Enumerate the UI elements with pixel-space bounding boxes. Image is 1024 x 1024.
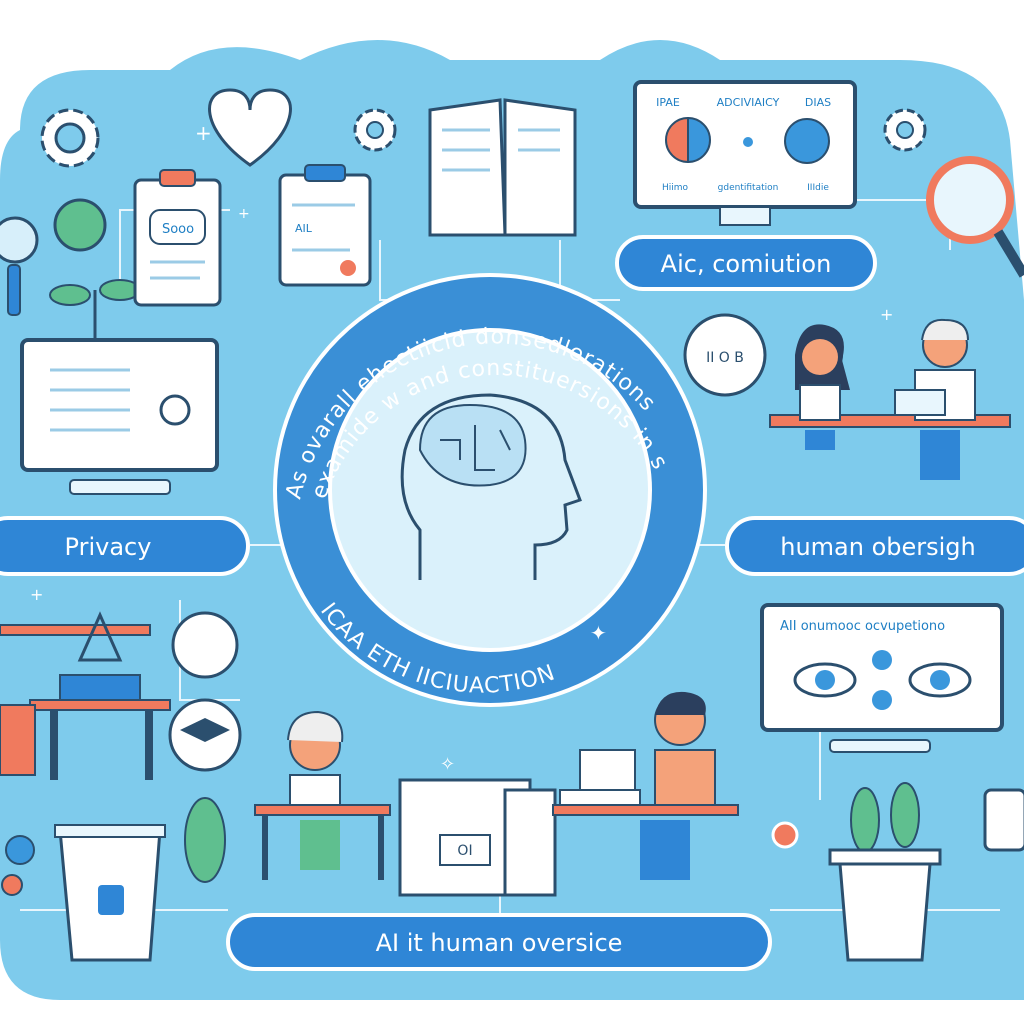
svg-text:+: +: [238, 206, 250, 222]
brain-icon: [418, 403, 527, 487]
envelope-icon: II O B: [683, 313, 767, 397]
clipboard-chat: Sooo: [133, 169, 222, 307]
svg-text:✦: ✦: [590, 621, 607, 645]
monitor-header: ADCIVIAICY: [717, 96, 780, 109]
dot-icon: [771, 821, 799, 849]
globe-icon: [53, 198, 107, 252]
envelope-text: II O B: [706, 350, 744, 366]
label-privacy-text: Privacy: [65, 533, 152, 561]
graduation-cap-icon: [168, 698, 242, 772]
magnifier-icon: [0, 216, 39, 316]
magnifier-icon: [926, 156, 1024, 278]
svg-text:+: +: [30, 585, 43, 604]
monitor-caption: gdentifitation: [718, 183, 779, 193]
people-at-desk: [769, 318, 1011, 480]
clipboard-label: AIL: [295, 222, 313, 235]
profile-card-icon: [983, 788, 1024, 852]
gear-icon: [353, 108, 397, 152]
leaf-icon: [184, 797, 226, 883]
label-bottom-text: AI it human oversice: [376, 929, 623, 957]
gear-icon: [40, 108, 100, 168]
chat-bubble-text: Sooo: [162, 222, 194, 237]
top-monitor: IPAE ADCIVIAICY DIAS Hiimo gdentifitatio…: [633, 80, 857, 226]
label-top-right: Aic, comiution: [615, 235, 877, 291]
monitor-header: DIAS: [805, 96, 831, 109]
svg-text:✧: ✧: [440, 754, 455, 775]
label-human-oversight-text: human obersigh: [780, 533, 976, 561]
left-monitor: [20, 338, 219, 495]
right-monitor-title: AII onumooc ocvupetiono: [780, 619, 945, 634]
monitor-caption: IIIdie: [807, 183, 829, 193]
right-monitor: AII onumooc ocvupetiono: [760, 603, 1004, 753]
desks-left: [0, 611, 171, 780]
open-book: [428, 98, 577, 237]
storage-box: [54, 824, 166, 962]
label-human-oversight: human obersigh: [725, 516, 1024, 576]
svg-text:+: +: [880, 305, 893, 324]
person-with-laptop: [552, 691, 739, 880]
document-book: OI: [398, 778, 557, 897]
person-elder-at-desk: [254, 710, 391, 880]
svg-text:+: +: [195, 121, 212, 145]
human-head-icon: [400, 393, 582, 580]
label-privacy: Privacy: [0, 516, 250, 576]
potted-plant: [828, 782, 942, 962]
heart-icon: [208, 88, 292, 167]
label-top-right-text: Aic, comiution: [661, 250, 832, 278]
dot-icon: [1, 874, 23, 896]
book-text: OI: [457, 843, 472, 859]
pie-icon: [171, 611, 239, 679]
label-bottom: AI it human oversice: [226, 913, 772, 971]
monitor-caption: Hiimo: [662, 183, 689, 193]
sparkle-icons: + + + ✦ ✧ +: [30, 121, 893, 775]
monitor-header: IPAE: [656, 96, 680, 109]
gear-icon: [883, 108, 927, 152]
plant-icon: [49, 279, 141, 340]
clipboard-document: AIL: [278, 164, 372, 287]
dot-icon: [5, 835, 35, 865]
